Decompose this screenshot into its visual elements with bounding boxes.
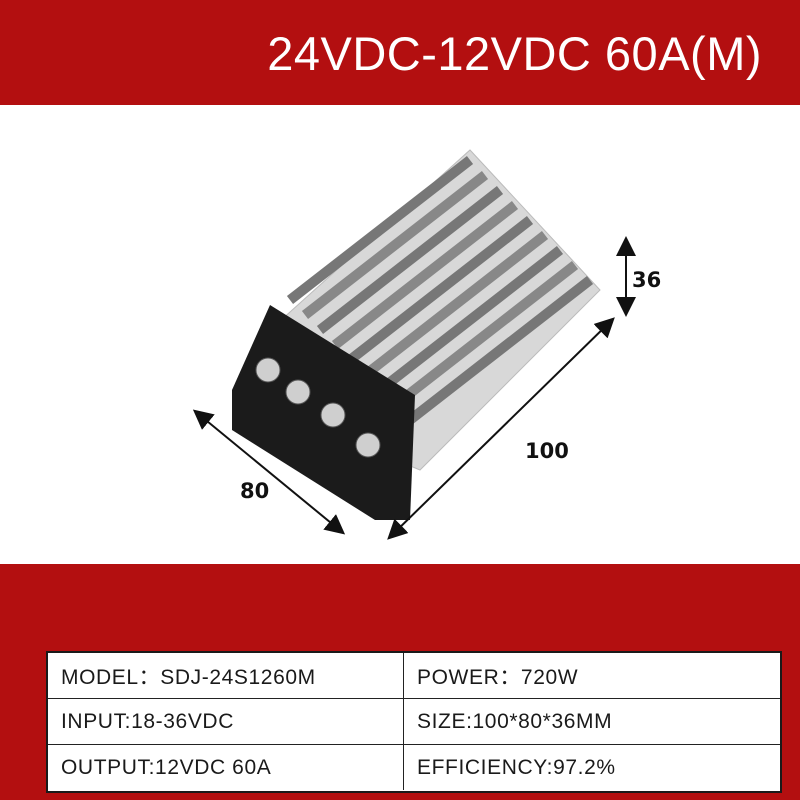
spec-model: MODEL：SDJ-24S1260M (61, 666, 316, 689)
spec-row: INPUT:18-36VDC SIZE:100*80*36MM (48, 698, 780, 744)
header-band: 24VDC-12VDC 60A(M) (0, 0, 800, 105)
converter-image: 80 100 36 (192, 149, 661, 540)
width-dimension-arrow (192, 409, 346, 535)
length-dimension-arrow (387, 317, 615, 540)
product-image-area: 80 100 36 (0, 105, 800, 564)
spec-input: INPUT:18-36VDC (61, 709, 234, 733)
spec-row: OUTPUT:12VDC 60A EFFICIENCY:97.2% (48, 744, 780, 790)
length-label: 100 (525, 439, 569, 463)
height-label: 36 (632, 268, 661, 292)
spec-efficiency: EFFICIENCY:97.2% (403, 745, 783, 790)
page-title: 24VDC-12VDC 60A(M) (267, 27, 762, 80)
spec-row: MODEL：SDJ-24S1260M POWER：720W (48, 653, 780, 699)
specs-table: MODEL：SDJ-24S1260M POWER：720W INPUT:18-3… (46, 651, 782, 793)
width-label: 80 (240, 479, 269, 503)
spec-power: POWER：720W (403, 653, 783, 699)
spec-size: SIZE:100*80*36MM (403, 699, 783, 744)
spec-output: OUTPUT:12VDC 60A (61, 755, 272, 779)
